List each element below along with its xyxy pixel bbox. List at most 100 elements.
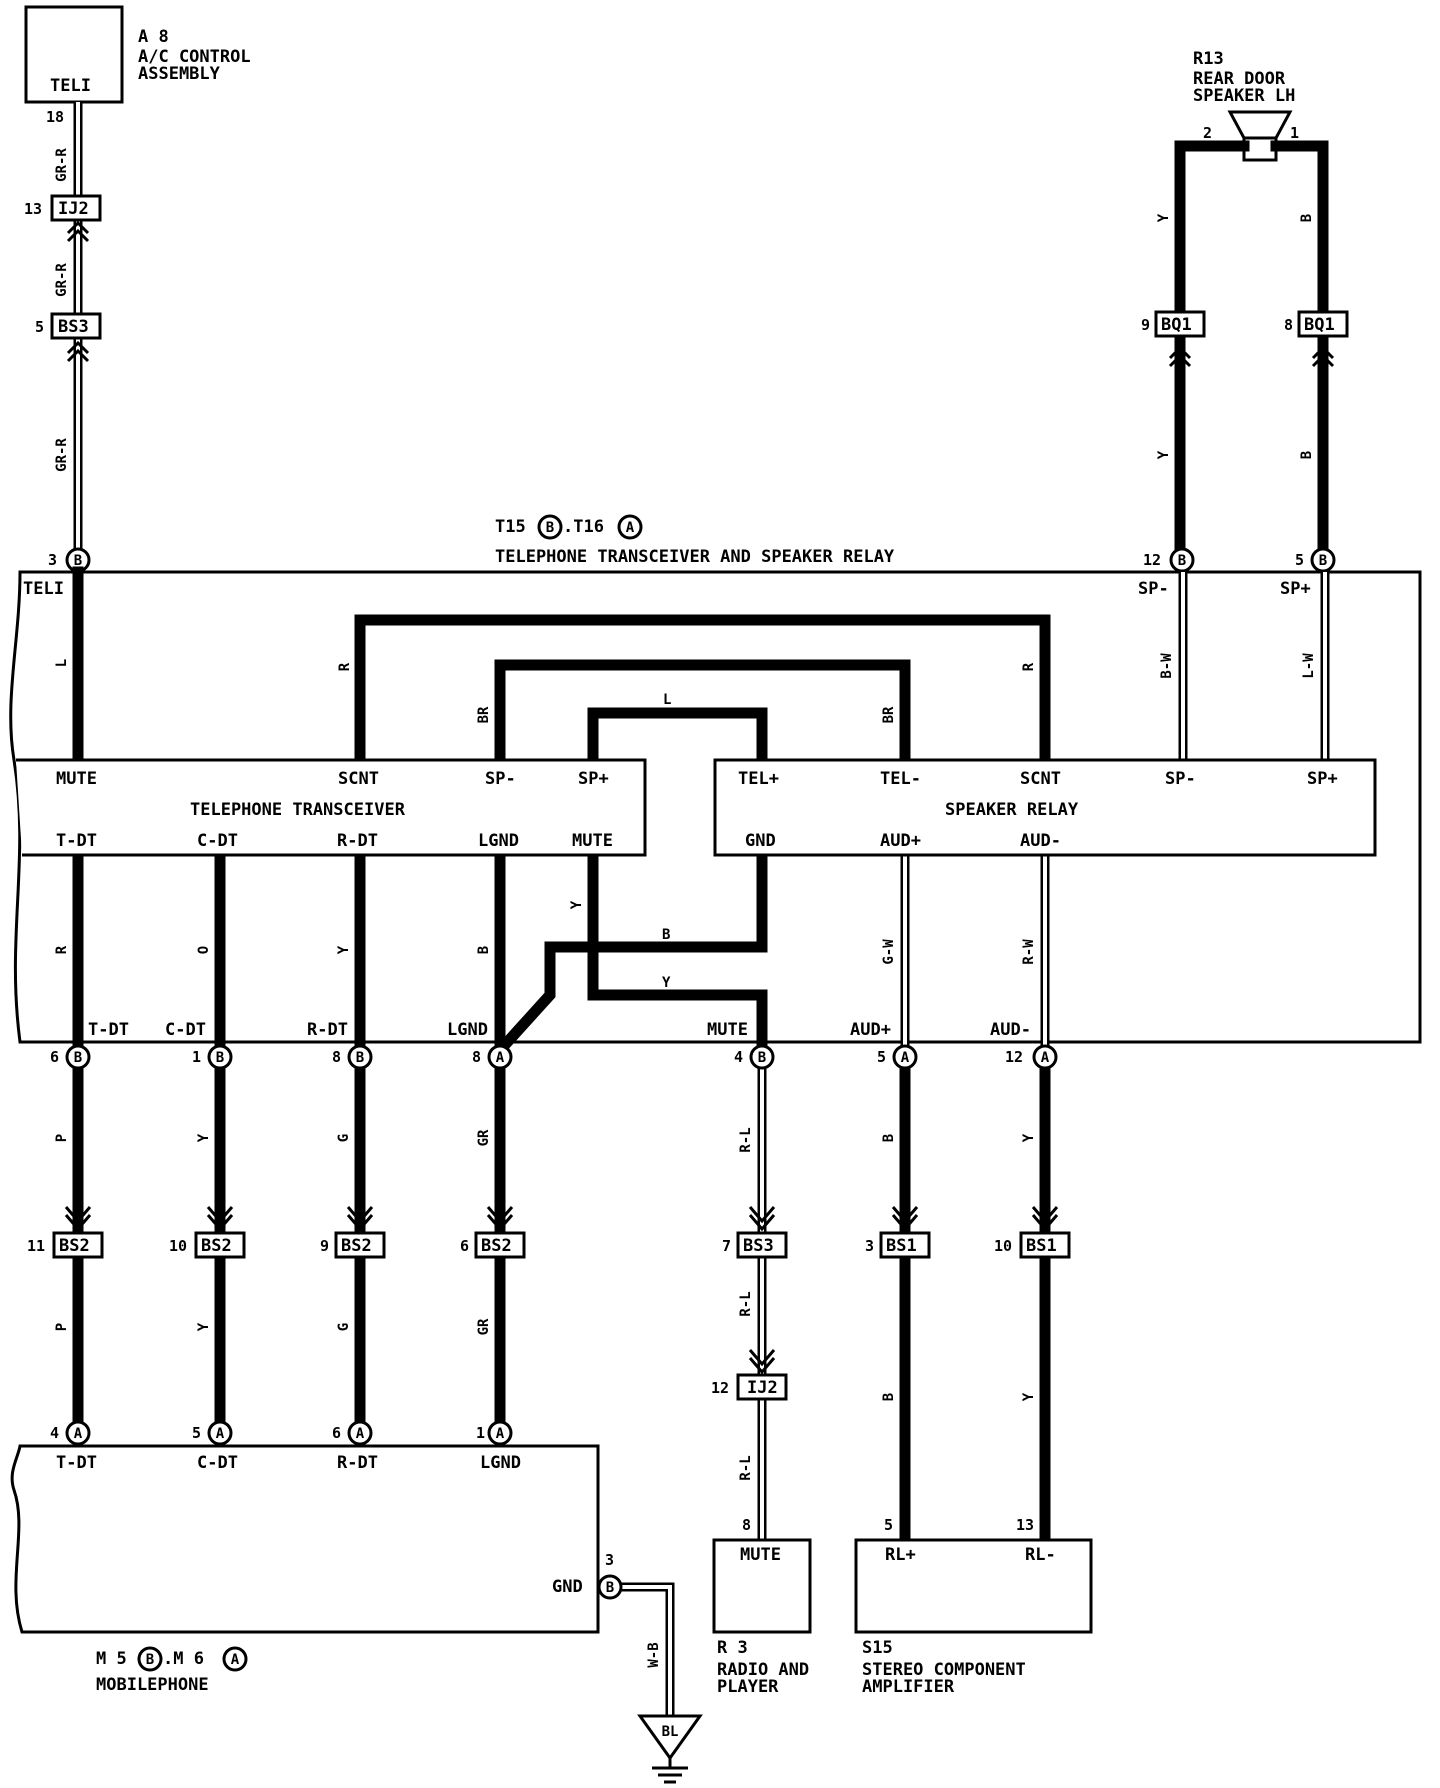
diagram-label: GR <box>476 1129 492 1146</box>
diagram-label: MUTE <box>740 1545 781 1565</box>
connector-arrow-icon <box>1168 345 1192 368</box>
junction-bq1-y: BQ1 9 <box>1141 310 1206 338</box>
diagram-label: 12 <box>711 1379 729 1397</box>
wire-b-gnd-lgnd <box>494 849 768 1056</box>
diagram-label: LGND <box>480 1453 521 1473</box>
junction-bs2-lgnd: BS2 6 <box>460 1231 526 1259</box>
diagram-label: RADIO AND <box>717 1660 809 1680</box>
diagram-label: A <box>356 1426 365 1442</box>
pin-m-tdt: 4 A <box>50 1420 91 1446</box>
diagram-label: C-DT <box>197 831 238 851</box>
diagram-label: SCNT <box>1020 769 1061 789</box>
diagram-label: GR <box>476 1318 492 1335</box>
s15-stereo-component-amplifier: RL+ RL- 5 13 S15 STEREO COMPONENT AMPLIF… <box>854 1516 1093 1697</box>
diagram-label: Y <box>1156 450 1172 459</box>
diagram-label: 1 <box>476 1424 485 1442</box>
diagram-label: .M 6 <box>163 1649 204 1669</box>
pin-m-lgnd: 1 A <box>476 1420 513 1446</box>
diagram-label: R-W <box>1021 939 1037 965</box>
diagram-label: B <box>1319 553 1327 569</box>
diagram-label: STEREO COMPONENT <box>862 1660 1026 1680</box>
junction-bs1-aud-plus: BS1 3 <box>865 1231 931 1259</box>
junction-ij2-top: IJ2 13 <box>24 194 102 222</box>
pin-rdt: 8 B <box>332 1044 373 1070</box>
diagram-label: Y <box>1156 213 1172 222</box>
diagram-label: B <box>74 1050 82 1066</box>
diagram-label: R 3 <box>717 1638 748 1658</box>
diagram-label: P <box>54 1134 70 1142</box>
diagram-label: 7 <box>722 1237 731 1255</box>
diagram-label: L-W <box>1301 653 1317 679</box>
diagram-label: B <box>356 1050 364 1066</box>
pin-tdt: 6 B <box>50 1044 91 1070</box>
diagram-label: B <box>546 520 554 536</box>
diagram-label: A <box>1041 1050 1050 1066</box>
diagram-label: B <box>1299 214 1315 222</box>
diagram-label: .T16 <box>563 517 604 537</box>
diagram-label: 1 <box>1290 124 1299 142</box>
diagram-label: A 8 <box>138 27 169 47</box>
diagram-label: BS3 <box>743 1236 774 1256</box>
diagram-label: SP- <box>485 769 516 789</box>
diagram-label: BR <box>476 706 492 723</box>
diagram-label: AUD- <box>1020 831 1061 851</box>
diagram-label: 6 <box>50 1048 59 1066</box>
diagram-label: B <box>881 1134 897 1142</box>
wire-y-speaker <box>1174 140 1250 568</box>
diagram-label: BS3 <box>58 317 89 337</box>
diagram-label: A <box>496 1050 505 1066</box>
diagram-label: LGND <box>478 831 519 851</box>
diagram-label: B <box>216 1050 224 1066</box>
junction-ij2-mute: IJ2 12 <box>711 1373 788 1401</box>
diagram-label: AUD- <box>990 1020 1031 1040</box>
diagram-label: SP+ <box>578 769 609 789</box>
diagram-label: GR-R <box>54 263 70 297</box>
diagram-label: A <box>901 1050 910 1066</box>
diagram-label: RL+ <box>885 1545 916 1565</box>
diagram-label: SP- <box>1165 769 1196 789</box>
diagram-label: IJ2 <box>58 199 89 219</box>
diagram-label: 8 <box>332 1048 341 1066</box>
wire-y-mute <box>587 849 768 1061</box>
diagram-label: BQ1 <box>1161 315 1192 335</box>
diagram-label: AUD+ <box>880 831 921 851</box>
connector-arrow-icon <box>1311 345 1335 368</box>
diagram-label: B <box>758 1050 766 1066</box>
diagram-label: 18 <box>46 108 64 126</box>
diagram-label: LGND <box>447 1020 488 1040</box>
diagram-label: 13 <box>1016 1516 1034 1534</box>
diagram-label: B <box>1178 553 1186 569</box>
diagram-label: 4 <box>734 1048 743 1066</box>
diagram-label: Y <box>569 900 585 909</box>
diagram-label: 2 <box>1203 124 1212 142</box>
diagram-label: 1 <box>192 1048 201 1066</box>
pin-mute: 4 B <box>734 1044 775 1070</box>
diagram-label: 12 <box>1143 551 1161 569</box>
connector-arrow-icon <box>66 220 90 243</box>
diagram-label: M 5 <box>96 1649 127 1669</box>
diagram-label: 11 <box>27 1237 45 1255</box>
diagram-label: B <box>606 1580 614 1596</box>
diagram-label: PLAYER <box>717 1677 779 1697</box>
diagram-label: O <box>196 946 212 954</box>
junction-bs2-rdt: BS2 9 <box>320 1231 386 1259</box>
diagram-label: L <box>663 692 671 708</box>
diagram-label: REAR DOOR <box>1193 69 1286 89</box>
diagram-label: MUTE <box>707 1020 748 1040</box>
junction-bs3-top: BS3 5 <box>35 312 102 340</box>
diagram-label: 8 <box>472 1048 481 1066</box>
diagram-label: G <box>336 1134 352 1142</box>
diagram-label: BS2 <box>59 1236 90 1256</box>
diagram-label: Y <box>196 1322 212 1331</box>
diagram-label: T-DT <box>88 1020 129 1040</box>
r13-rear-door-speaker-lh: R13 REAR DOOR SPEAKER LH 2 1 <box>1193 49 1299 162</box>
connector-arrow-icon <box>64 1206 1059 1375</box>
diagram-label: GND <box>745 831 776 851</box>
diagram-label: Y <box>196 1133 212 1142</box>
diagram-label: R-L <box>738 1291 754 1316</box>
diagram-label: SCNT <box>338 769 379 789</box>
diagram-label: A <box>231 1652 240 1668</box>
diagram-label: 3 <box>48 551 57 569</box>
m5-m6-mobilephone: T-DT C-DT R-DT LGND GND M 5 B .M 6 A MOB… <box>10 1444 600 1695</box>
diagram-label: BQ1 <box>1304 315 1335 335</box>
